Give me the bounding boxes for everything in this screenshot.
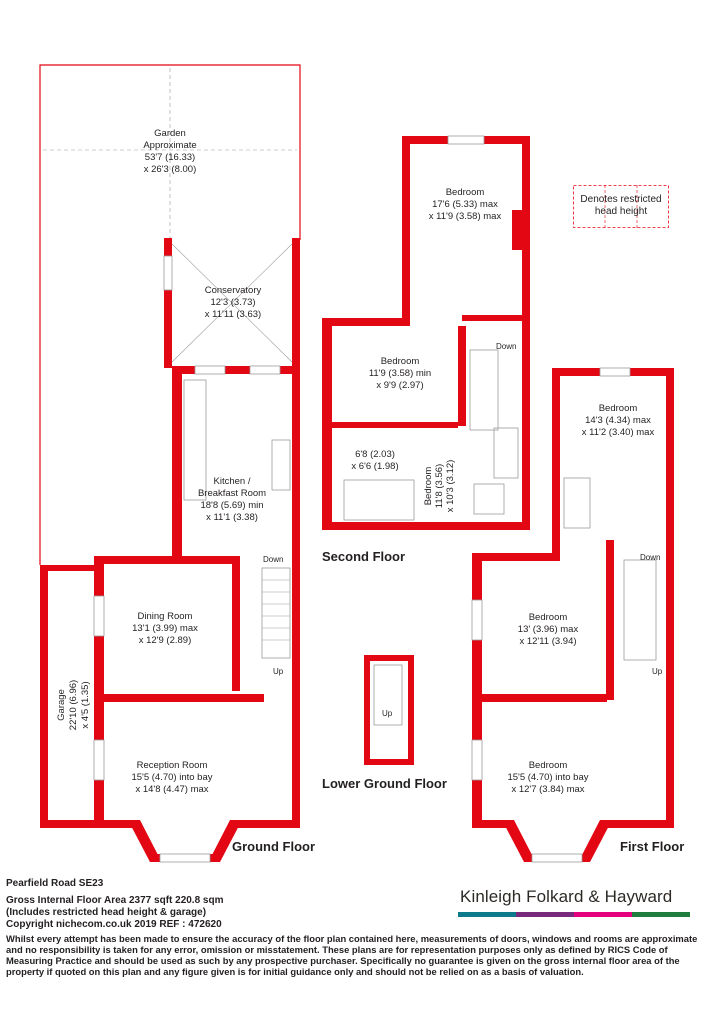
garage-label: Garage 22'10 (6.96) x 4'5 (1.35): [56, 680, 91, 730]
ground-floor-plan: [40, 238, 300, 863]
ground-floor-label: Ground Floor: [232, 839, 315, 854]
svg-text:x 9'9 (2.97): x 9'9 (2.97): [376, 380, 423, 391]
restricted-height-legend: Denotes restricted head height: [573, 185, 669, 228]
kitchen-label: Kitchen / Breakfast Room 18'8 (5.69) min…: [198, 476, 266, 523]
second-small-room-label: 6'8 (2.03) x 6'6 (1.98): [351, 449, 398, 472]
svg-text:x 11'9 (3.58) max: x 11'9 (3.58) max: [429, 211, 502, 222]
svg-text:Garden: Garden: [154, 128, 186, 139]
svg-text:11'8 (3.56): 11'8 (3.56): [434, 464, 445, 508]
brand-color-bars: [458, 912, 690, 917]
lower-ground-plan: [364, 655, 414, 765]
svg-text:x 6'6 (1.98): x 6'6 (1.98): [351, 461, 398, 472]
svg-text:Dining Room: Dining Room: [138, 611, 193, 622]
svg-text:Conservatory: Conservatory: [205, 285, 262, 296]
first-floor-plan: [471, 367, 674, 863]
brand-bar: [574, 912, 632, 917]
first-bedroom-top-label: Bedroom 14'3 (4.34) max x 11'2 (3.40) ma…: [582, 403, 655, 438]
second-bedroom-top-label: Bedroom 17'6 (5.33) max x 11'9 (3.58) ma…: [429, 187, 502, 222]
legend-line-2: head height: [594, 206, 648, 217]
svg-text:Bedroom: Bedroom: [599, 403, 638, 414]
svg-text:x 14'8 (4.47) max: x 14'8 (4.47) max: [135, 784, 208, 795]
svg-text:13'1 (3.99) max: 13'1 (3.99) max: [132, 623, 198, 634]
conservatory-label: Conservatory 12'3 (3.73) x 11'11 (3.63): [205, 285, 262, 320]
svg-text:15'5 (4.70) into bay: 15'5 (4.70) into bay: [131, 772, 212, 783]
floor-area-info: Gross Internal Floor Area 2377 sqft 220.…: [6, 895, 224, 931]
second-bedroom-side-label: Bedroom 11'8 (3.56) x 10'3 (3.12): [423, 460, 456, 513]
svg-text:53'7 (16.33): 53'7 (16.33): [145, 152, 195, 163]
second-bedroom-mid-label: Bedroom 11'9 (3.58) min x 9'9 (2.97): [369, 356, 431, 391]
first-stairs-down-label: Down: [640, 553, 660, 562]
svg-text:x 12'9 (2.89): x 12'9 (2.89): [139, 635, 192, 646]
ground-stairs-down-label: Down: [263, 555, 283, 564]
floor-plan: Garden Approximate 53'7 (16.33) x 26'3 (…: [39, 64, 684, 863]
svg-text:22'10 (6.96): 22'10 (6.96): [68, 680, 79, 730]
svg-text:Garage: Garage: [56, 689, 67, 721]
reception-label: Reception Room 15'5 (4.70) into bay x 14…: [131, 760, 212, 795]
svg-text:Kitchen /: Kitchen /: [214, 476, 251, 487]
brand-logo: Kinleigh Folkard & Hayward: [460, 887, 673, 906]
first-stairs-up-label: Up: [652, 667, 663, 676]
first-bedroom-front-label: Bedroom 15'5 (4.70) into bay x 12'7 (3.8…: [507, 760, 588, 795]
svg-text:x 11'11 (3.63): x 11'11 (3.63): [205, 309, 261, 320]
svg-text:14'3 (4.34) max: 14'3 (4.34) max: [585, 415, 651, 426]
area-line-1: Gross Internal Floor Area 2377 sqft 220.…: [6, 895, 224, 906]
svg-text:Bedroom: Bedroom: [529, 612, 568, 623]
svg-text:x 26'3 (8.00): x 26'3 (8.00): [144, 164, 197, 175]
lower-ground-floor-label: Lower Ground Floor: [322, 776, 447, 791]
second-floor-label: Second Floor: [322, 549, 405, 564]
svg-text:17'6 (5.33) max: 17'6 (5.33) max: [432, 199, 498, 210]
brand-bar: [458, 912, 516, 917]
garden-label: Garden Approximate 53'7 (16.33) x 26'3 (…: [143, 128, 196, 175]
svg-text:18'8 (5.69) min: 18'8 (5.69) min: [200, 500, 263, 511]
legend-hatch-icon: [573, 185, 669, 228]
svg-text:x 12'7 (3.84) max: x 12'7 (3.84) max: [511, 784, 584, 795]
svg-text:x 11'2 (3.40) max: x 11'2 (3.40) max: [582, 427, 655, 438]
ground-stairs-up-label: Up: [273, 667, 284, 676]
svg-text:x 12'11 (3.94): x 12'11 (3.94): [519, 636, 576, 647]
first-bedroom-mid-label: Bedroom 13' (3.96) max x 12'11 (3.94): [518, 612, 579, 647]
property-address: Pearfield Road SE23: [6, 878, 104, 889]
svg-text:11'9 (3.58) min: 11'9 (3.58) min: [369, 368, 431, 379]
garden: [39, 64, 301, 565]
legend-line-1: Denotes restricted: [580, 194, 662, 205]
svg-text:Bedroom: Bedroom: [423, 467, 434, 506]
area-line-2: (Includes restricted head height & garag…: [6, 907, 207, 918]
svg-text:x 11'1 (3.38): x 11'1 (3.38): [206, 512, 258, 523]
second-stairs-down-label: Down: [496, 342, 516, 351]
svg-text:Reception Room: Reception Room: [137, 760, 208, 771]
svg-text:6'8 (2.03): 6'8 (2.03): [355, 449, 395, 460]
svg-text:15'5 (4.70) into bay: 15'5 (4.70) into bay: [507, 772, 588, 783]
svg-text:12'3 (3.73): 12'3 (3.73): [210, 297, 255, 308]
dining-label: Dining Room 13'1 (3.99) max x 12'9 (2.89…: [132, 611, 198, 646]
svg-text:Approximate: Approximate: [143, 140, 196, 151]
lower-stairs-up-label: Up: [382, 709, 393, 718]
second-floor-plan: [322, 135, 530, 530]
svg-text:x 4'5 (1.35): x 4'5 (1.35): [80, 681, 91, 728]
svg-text:13' (3.96) max: 13' (3.96) max: [518, 624, 579, 635]
svg-text:Breakfast Room: Breakfast Room: [198, 488, 266, 499]
brand-bar: [632, 912, 690, 917]
disclaimer-text: Whilst every attempt has been made to en…: [6, 933, 698, 977]
first-floor-label: First Floor: [620, 839, 684, 854]
svg-text:x 10'3 (3.12): x 10'3 (3.12): [445, 460, 456, 513]
area-line-3: Copyright nichecom.co.uk 2019 REF : 4726…: [6, 919, 222, 930]
brand-bar: [516, 912, 574, 917]
svg-text:Bedroom: Bedroom: [529, 760, 568, 771]
svg-text:Bedroom: Bedroom: [446, 187, 485, 198]
svg-text:Bedroom: Bedroom: [381, 356, 420, 367]
